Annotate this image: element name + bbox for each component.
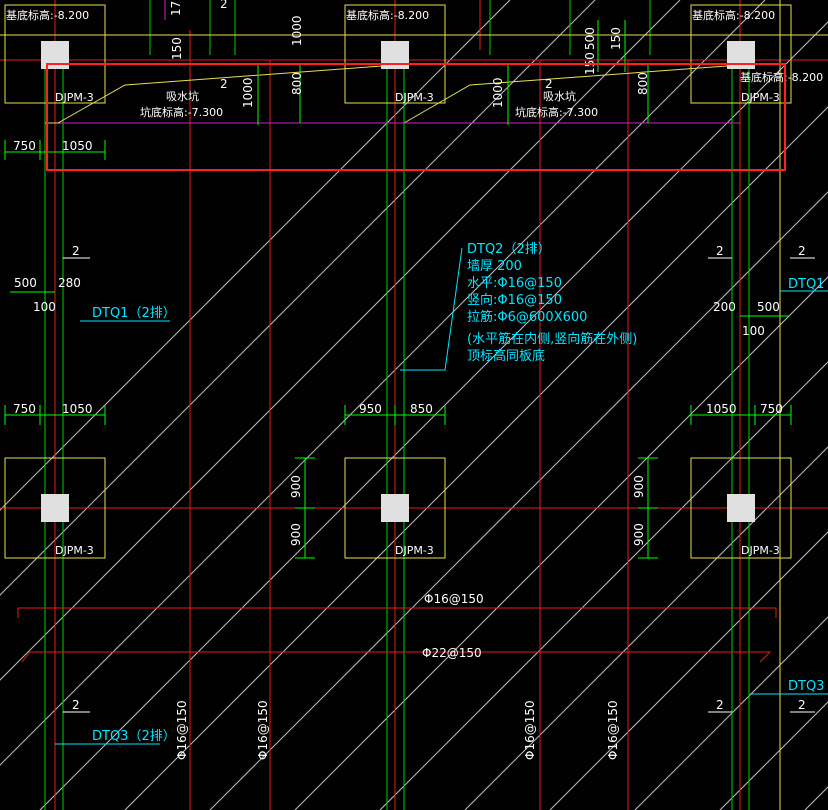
dim-950: 950 — [359, 402, 382, 416]
section-mark: 2 — [220, 77, 228, 91]
dim-1050: 1050 — [706, 402, 737, 416]
sump-pit-elevation: 坑底标高:-7.300 — [140, 105, 223, 119]
pile-cap-label: DJPM-3 — [55, 91, 94, 104]
section-mark: 2 — [798, 244, 806, 258]
pile-cap-label: DJPM-3 — [395, 91, 434, 104]
highlight-box — [46, 63, 786, 171]
pile-cap-label: DJPM-3 — [741, 544, 780, 557]
pile-cap-4: DJPM-3 — [4, 457, 106, 559]
dim-500: 500 — [757, 300, 780, 314]
hatch-line — [0, 0, 766, 766]
pile-cap-label: DJPM-3 — [395, 544, 434, 557]
dim-1000: 1000 — [241, 77, 255, 108]
section-mark: 2 — [220, 0, 228, 11]
note-lines — [60, 0, 740, 124]
dim-200: 200 — [713, 300, 736, 314]
pile-cap-elevation: 基底标高:-8.200 — [692, 8, 775, 22]
wall-label-dtq1-short: DTQ1 — [788, 277, 824, 292]
dim-1000: 1000 — [290, 15, 304, 46]
dim-900: 900 — [632, 475, 646, 498]
rebar-top-label: Φ16@150 — [424, 592, 484, 606]
section-marks — [63, 257, 815, 713]
wall-label-dtq3: DTQ3（2排） — [92, 729, 176, 744]
hatch-line — [464, 446, 828, 810]
dim-900: 900 — [632, 523, 646, 546]
dim-750: 750 — [13, 402, 36, 416]
dim-900: 900 — [289, 475, 303, 498]
dtq2-thickness: 墙厚 200 — [467, 259, 522, 274]
wall-spec-dtq2: DTQ2（2排） 墙厚 200 水平:Φ16@150 竖向:Φ16@150 拉筋… — [467, 242, 637, 364]
pile-cap-elevation-2: 基底标高:-8.200 — [740, 70, 823, 84]
dim-150: 150 — [170, 37, 184, 60]
rebar-vertical-label: Φ16@150 — [606, 700, 620, 760]
dim-150: 150 — [609, 27, 623, 50]
rebar-bottom-label: Φ22@150 — [422, 646, 482, 660]
dim-800: 800 — [290, 72, 304, 95]
dim-1050: 1050 — [62, 402, 93, 416]
dtq2-tie-bars: 拉筋:Φ6@600X600 — [467, 309, 587, 325]
dim-900: 900 — [289, 523, 303, 546]
rebar-vertical-label: Φ16@150 — [256, 700, 270, 760]
pile-cap-label: DJPM-3 — [741, 91, 780, 104]
rebar-vertical-label: Φ16@150 — [523, 700, 537, 760]
dim-1050: 1050 — [62, 139, 93, 153]
hatch-line — [294, 276, 828, 810]
dtq2-vertical: 竖向:Φ16@150 — [467, 292, 562, 308]
sump-pit-name: 吸水坑 — [166, 89, 199, 103]
section-mark: 2 — [545, 77, 553, 91]
dim-100: 100 — [742, 324, 765, 338]
hatch-line — [549, 531, 828, 810]
hatch-line — [634, 616, 828, 810]
hatch-line — [0, 0, 681, 681]
dim-800: 800 — [636, 72, 650, 95]
section-mark: 2 — [72, 698, 80, 712]
hatch-line — [124, 106, 828, 810]
wall-label-dtq3-short: DTQ3 — [788, 679, 824, 694]
sump-pit-name: 吸水坑 — [543, 89, 576, 103]
wall-label-leaders — [55, 247, 828, 745]
dim-750: 750 — [13, 139, 36, 153]
section-mark: 2 — [72, 244, 80, 258]
pile-cap-elevation: 基底标高:-8.200 — [6, 8, 89, 22]
dim-1000: 1000 — [491, 77, 505, 108]
sump-pit-elevation: 坑底标高:-7.300 — [515, 105, 598, 119]
dim-500: 500 — [583, 27, 597, 50]
section-mark: 2 — [798, 698, 806, 712]
dim-100: 100 — [33, 300, 56, 314]
hatch-line — [379, 361, 828, 810]
pile-cap-elevation: 基底标高:-8.200 — [346, 8, 429, 22]
wall-lines — [44, 0, 750, 810]
dim-280: 280 — [58, 276, 81, 290]
hatch-line — [209, 191, 828, 810]
dtq2-horizontal: 水平:Φ16@150 — [467, 276, 562, 291]
dtq2-top-elev: 顶标高同板底 — [467, 348, 545, 364]
dim-850: 850 — [410, 402, 433, 416]
pile-cap-6: DJPM-3 — [690, 457, 792, 559]
dimension-lines — [4, 20, 792, 559]
dim-175: 175 — [169, 0, 183, 16]
rebar-lines — [17, 607, 777, 663]
dtq2-note: (水平筋在内侧,竖向筋在外侧) — [467, 331, 637, 347]
dim-500: 500 — [14, 276, 37, 290]
rebar-vertical-label: Φ16@150 — [175, 700, 189, 760]
pile-cap-5: DJPM-3 — [344, 457, 446, 559]
pile-cap-label: DJPM-3 — [55, 544, 94, 557]
dtq2-title: DTQ2（2排） — [467, 242, 551, 257]
section-mark: 2 — [716, 244, 724, 258]
dim-750: 750 — [760, 402, 783, 416]
section-mark: 2 — [716, 698, 724, 712]
wall-label-dtq1: DTQ1（2排） — [92, 306, 176, 321]
